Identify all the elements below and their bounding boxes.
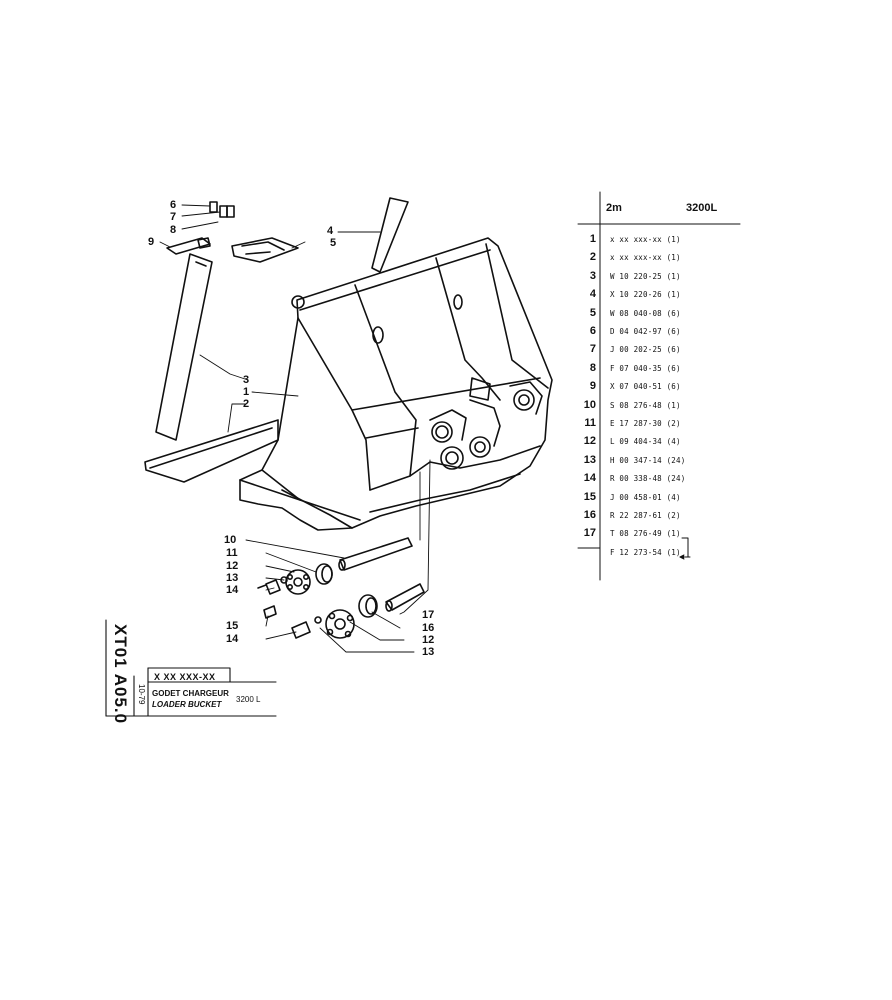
callout-17: 17 [422, 609, 435, 621]
callout-9: 9 [148, 236, 155, 248]
callout-2: 2 [243, 398, 250, 410]
parts-table-row-number: 15 [583, 491, 596, 503]
parts-table-row-code: L 09 404-34 (4) [610, 437, 681, 446]
parts-table-row-code: T 08 276-49 (1) [610, 529, 681, 538]
parts-table-row-code: x xx xxx-xx (1) [610, 235, 681, 244]
callout-12-left: 12 [226, 560, 239, 572]
side-plate-part [155, 253, 213, 441]
parts-table-row-number: 14 [583, 472, 596, 484]
callout-8: 8 [170, 224, 177, 236]
title-block-frame [105, 619, 277, 717]
callout-1: 1 [243, 386, 250, 398]
parts-table-row-code: H 00 347-14 (24) [610, 456, 686, 465]
callout-11: 11 [226, 547, 238, 559]
small-hardware-parts [166, 201, 299, 263]
parts-table-row-number: 4 [589, 288, 596, 300]
parts-table-row-code: D 04 042-97 (6) [610, 327, 681, 336]
parts-table-row-number: 3 [589, 270, 596, 282]
callout-3: 3 [243, 374, 250, 386]
parts-table-row-number: 12 [583, 435, 596, 447]
parts-table-row-number: 11 [584, 417, 596, 429]
callout-13-right: 13 [422, 646, 435, 658]
callout-6: 6 [170, 199, 177, 211]
parts-table-row-code: x xx xxx-xx (1) [610, 253, 681, 262]
parts-table-row-code: F 07 040-35 (6) [610, 364, 681, 373]
title-french: GODET CHARGEUR [152, 689, 229, 698]
parts-table-row-code: W 08 040-08 (6) [610, 309, 681, 318]
callout-16: 16 [422, 622, 435, 634]
parts-table-row-number: 6 [589, 325, 596, 337]
callout-5: 5 [330, 237, 337, 249]
parts-table-row-code: R 22 287-61 (2) [610, 511, 681, 520]
parts-table-row-number: 5 [589, 307, 596, 319]
parts-table-row-code: X 10 220-26 (1) [610, 290, 681, 299]
parts-table-row-number: 8 [589, 362, 596, 374]
cutting-edge-part [144, 419, 279, 483]
parts-table-row-code: R 00 338-48 (24) [610, 474, 686, 483]
parts-table-row-code: F 12 273-54 (1) [610, 548, 681, 557]
parts-table-row-code: J 00 202-25 (6) [610, 345, 681, 354]
model-label: 3200 L [236, 695, 261, 704]
loader-bucket-body [239, 197, 553, 531]
drawing-date: 10-79 [137, 684, 146, 705]
callout-14-upper: 14 [226, 584, 239, 596]
parts-table: 2m 3200L 1 x xx xxx-xx (1) 2 x xx xxx-xx (1… [578, 192, 878, 572]
parts-table-row-number: 13 [583, 454, 596, 466]
parts-table-row-code: W 10 220-25 (1) [610, 272, 681, 281]
parts-table-row-number: 17 [583, 527, 596, 539]
callout-14-lower: 14 [226, 633, 239, 645]
title-english: LOADER BUCKET [152, 700, 222, 709]
parts-table-row-code: E 17 287-30 (2) [610, 419, 681, 428]
parts-table-row-code: S 08 276-48 (1) [610, 401, 681, 410]
title-block: XT01 A05.0 10-79 X XX XXX-XX GODET CHARG… [106, 622, 276, 724]
pins-and-bushings [257, 537, 425, 639]
parts-table-row-number: 9 [589, 380, 596, 392]
parts-table-row-number: 7 [589, 343, 596, 355]
callout-13-left: 13 [226, 572, 239, 584]
parts-table-row-number: 10 [583, 399, 596, 411]
parts-table-row-number: 2 [589, 251, 596, 263]
parts-table-frame [577, 191, 741, 581]
callout-4: 4 [327, 225, 334, 237]
callout-15: 15 [226, 620, 239, 632]
parts-table-row-code: X 07 040-51 (6) [610, 382, 681, 391]
part-number: X XX XXX-XX [154, 672, 216, 682]
callout-10: 10 [224, 534, 237, 546]
parts-table-row-number: 16 [583, 509, 596, 521]
parts-table-row-number: 1 [589, 233, 596, 245]
callout-12-right: 12 [422, 634, 435, 646]
drawing-reference: XT01 A05.0 [111, 624, 130, 725]
leader-lines [159, 204, 431, 653]
parts-table-row-code: J 00 458-01 (4) [610, 493, 681, 502]
parts-table-header-qty: 2m [606, 202, 622, 214]
callout-7: 7 [170, 211, 177, 223]
parts-table-header-model: 3200L [686, 202, 718, 214]
